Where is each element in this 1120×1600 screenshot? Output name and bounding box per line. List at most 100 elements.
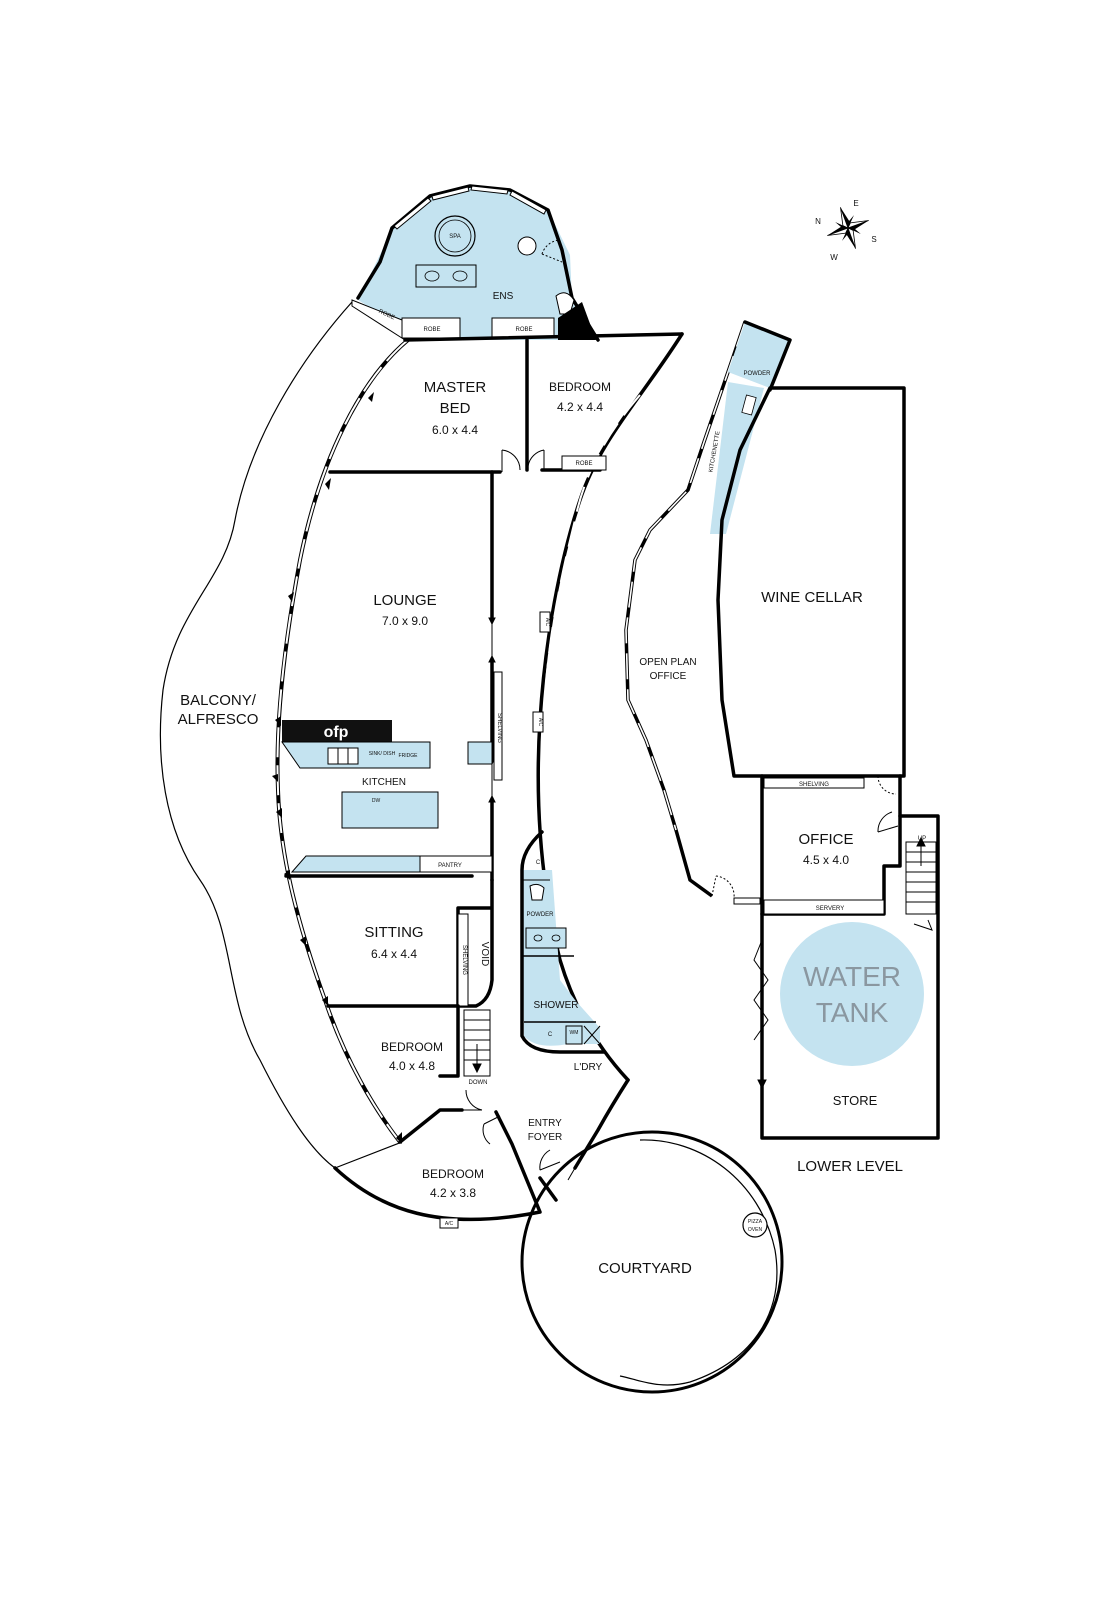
wet-area-wall <box>520 830 606 1054</box>
open-plan-label-2: OFFICE <box>650 671 687 682</box>
bedroom-1-label: BEDROOM <box>549 380 611 394</box>
office-shelving <box>763 777 865 789</box>
down-label: DOWN <box>469 1080 488 1086</box>
void-label: VOID <box>479 942 490 966</box>
shelving-label-1: SHELVING <box>496 713 502 743</box>
sitting-dims: 6.4 x 4.4 <box>371 947 417 961</box>
ac-label-2: A/C <box>537 718 543 727</box>
ofp-fireplace <box>282 720 392 742</box>
bedroom-2-bottom-wall <box>398 1108 464 1144</box>
wine-cellar-label: WINE CELLAR <box>761 589 863 606</box>
master-bed-label-2: BED <box>440 400 471 417</box>
lounge-label: LOUNGE <box>373 592 436 609</box>
ensuite-area <box>358 186 590 340</box>
water-tank-label-1: WATER <box>803 961 901 992</box>
bedroom-3-door[interactable] <box>482 1115 501 1145</box>
ens-door <box>541 239 563 263</box>
ac-unit-1 <box>539 611 551 633</box>
shelving-label-3: SHELVING <box>799 782 829 788</box>
shelving-label-2: SHELVING <box>461 945 467 975</box>
courtyard-circle <box>520 1130 784 1394</box>
laundry-label: L'DRY <box>574 1062 603 1073</box>
office-dims: 4.5 x 4.0 <box>803 853 849 867</box>
bedroom-2-door[interactable] <box>462 1089 483 1111</box>
sink-label: SINK/ DISH <box>369 751 396 757</box>
bedroom-1-door[interactable] <box>527 449 545 470</box>
up-label: UP <box>918 836 926 842</box>
balcony-label-1: BALCONY/ <box>180 692 257 709</box>
robe-label-b: ROBE <box>423 327 440 333</box>
bedroom-1-robe <box>561 455 607 471</box>
compass-rose <box>827 207 869 249</box>
courtyard-bench <box>619 1139 778 1386</box>
ofp-label: ofp <box>324 724 349 741</box>
cupboard-label-2: C <box>548 1032 553 1038</box>
wine-cellar-door[interactable] <box>877 775 897 795</box>
store-bifold-door[interactable] <box>753 939 769 1090</box>
powder-lower-area <box>728 322 790 388</box>
ens-vanity <box>415 264 477 288</box>
ens-duct <box>558 302 596 340</box>
spa-tub <box>434 215 476 257</box>
entry-label-1: ENTRY <box>528 1118 562 1129</box>
balcony-label-2: ALFRESCO <box>178 711 259 728</box>
office-label: OFFICE <box>799 831 854 848</box>
ens-label: ENS <box>493 291 514 302</box>
sitting-label: SITTING <box>364 924 423 941</box>
east-curved-wall <box>536 332 684 1082</box>
open-plan-door[interactable] <box>711 875 735 899</box>
kitchen-cabinet-right <box>467 741 493 765</box>
robes-top <box>351 299 555 341</box>
pantry-bench <box>290 855 421 873</box>
entry-door[interactable] <box>539 1149 561 1171</box>
pizza-oven-label-1: PIZZA <box>748 1219 763 1225</box>
bedroom-3-label: BEDROOM <box>422 1167 484 1181</box>
ac-label-1: A/C <box>544 618 550 627</box>
cupboard-label-1: C <box>536 860 541 866</box>
bedroom-1-dims: 4.2 x 4.4 <box>557 400 603 414</box>
stairs-down[interactable] <box>463 1009 491 1077</box>
pizza-oven-label-2: OVEN <box>748 1227 763 1233</box>
spa-label: SPA <box>449 234 461 240</box>
stairs-up[interactable] <box>905 836 937 915</box>
robe-label-c: ROBE <box>515 327 532 333</box>
sitting-shelving <box>457 913 469 1007</box>
office-door[interactable] <box>877 811 899 833</box>
pizza-oven <box>742 1212 768 1238</box>
ac-label-3: A/C <box>445 1221 454 1227</box>
shower-head-ens <box>517 236 537 256</box>
compass-n: N <box>815 217 821 226</box>
compass-w: W <box>830 253 838 262</box>
master-bed-dims: 6.0 x 4.4 <box>432 423 478 437</box>
fridge-label: FRIDGE <box>399 753 419 759</box>
foyer-wall <box>573 1078 630 1170</box>
west-window-ticks <box>272 392 402 1144</box>
master-bed-label-1: MASTER <box>424 379 487 396</box>
servery-label: SERVERY <box>816 906 844 912</box>
kitchen-label: KITCHEN <box>362 777 406 788</box>
ac-unit-2 <box>532 711 544 733</box>
store-label: STORE <box>833 1093 878 1108</box>
compass-s: S <box>871 235 876 244</box>
bedroom-2-label: BEDROOM <box>381 1040 443 1054</box>
lounge-shelving <box>493 671 503 781</box>
lounge-dims: 7.0 x 9.0 <box>382 614 428 628</box>
courtyard-label: COURTYARD <box>598 1260 692 1277</box>
kitchen-island <box>341 791 439 829</box>
top-wall <box>403 332 684 342</box>
water-tank-label-2: TANK <box>816 997 889 1028</box>
bedroom-3-wall <box>333 1110 542 1222</box>
ensuite-windows <box>393 185 547 230</box>
bedroom-2-east-wall <box>438 1004 460 1078</box>
shower-label: SHOWER <box>534 1000 579 1011</box>
powder-lower-label: POWDER <box>744 371 772 377</box>
wine-cellar-wall <box>716 386 906 778</box>
open-plan-label-1: OPEN PLAN <box>639 657 696 668</box>
ac-unit-3 <box>439 1217 459 1229</box>
wet-area-block <box>522 870 600 1046</box>
wm-label: WM <box>570 1030 579 1036</box>
master-bed-door[interactable] <box>501 449 521 472</box>
water-tank <box>780 922 924 1066</box>
balcony-outline <box>159 301 403 1169</box>
